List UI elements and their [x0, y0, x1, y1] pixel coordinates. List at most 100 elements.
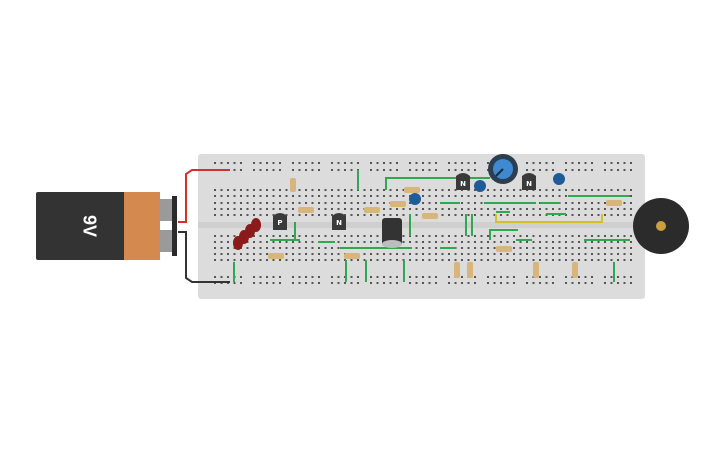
resistor[interactable] — [290, 178, 296, 192]
breadboard-hole — [610, 241, 613, 243]
breadboard-hole — [500, 282, 502, 284]
breadboard-hole — [539, 162, 541, 164]
ceramic-capacitor[interactable] — [409, 193, 421, 205]
breadboard-hole — [415, 253, 418, 255]
breadboard-hole — [246, 259, 249, 261]
breadboard-hole — [233, 202, 236, 204]
breadboard-hole — [571, 259, 574, 261]
transistor-p[interactable]: P — [273, 213, 287, 230]
resistor[interactable] — [467, 262, 473, 278]
breadboard-hole — [292, 235, 294, 237]
breadboard-hole — [396, 214, 398, 216]
breadboard-hole — [311, 282, 314, 284]
breadboard-hole — [227, 235, 229, 237]
breadboard-hole — [272, 235, 275, 237]
breadboard-hole — [578, 169, 580, 171]
breadboard-hole — [272, 208, 275, 210]
breadboard-hole — [474, 162, 476, 164]
breadboard-hole — [454, 214, 457, 216]
resistor[interactable] — [422, 213, 438, 219]
breadboard-hole — [383, 214, 385, 216]
breadboard-hole — [461, 202, 463, 204]
breadboard-hole — [331, 169, 333, 171]
breadboard-hole — [318, 189, 320, 191]
ceramic-capacitor[interactable] — [474, 180, 486, 192]
breadboard-hole — [461, 235, 463, 237]
breadboard-hole — [428, 247, 431, 249]
breadboard-hole — [227, 195, 229, 197]
breadboard-hole — [545, 195, 548, 197]
transistor-n[interactable]: N — [522, 173, 536, 190]
breadboard-hole — [259, 282, 262, 284]
resistor[interactable] — [404, 187, 420, 193]
breadboard-hole — [266, 214, 268, 216]
breadboard-hole — [500, 241, 502, 243]
jumper-wire[interactable] — [489, 229, 518, 240]
breadboard-hole — [513, 282, 515, 284]
breadboard-hole — [623, 259, 626, 261]
resistor[interactable] — [298, 207, 314, 213]
resistor[interactable] — [390, 201, 406, 207]
jumper-wire-yellow[interactable] — [495, 214, 603, 223]
resistor[interactable] — [606, 200, 622, 206]
resistor[interactable] — [344, 253, 360, 259]
breadboard-hole — [331, 208, 333, 210]
breadboard-hole — [558, 235, 561, 237]
breadboard-hole — [266, 169, 268, 171]
red-led[interactable] — [251, 218, 261, 232]
potentiometer[interactable] — [488, 154, 518, 184]
breadboard-hole — [396, 259, 398, 261]
breadboard-hole — [461, 208, 463, 210]
breadboard-hole — [383, 162, 385, 164]
breadboard-hole — [539, 241, 541, 243]
breadboard-hole — [214, 208, 216, 210]
breadboard-hole — [519, 253, 522, 255]
transistor-n[interactable]: N — [332, 213, 346, 230]
resistor[interactable] — [364, 207, 380, 213]
breadboard-hole — [435, 189, 437, 191]
breadboard-hole — [292, 162, 294, 164]
breadboard-hole — [597, 214, 600, 216]
resistor[interactable] — [268, 253, 284, 259]
breadboard-hole — [422, 241, 424, 243]
ceramic-capacitor[interactable] — [553, 173, 565, 185]
breadboard-hole — [415, 214, 418, 216]
breadboard-hole — [565, 247, 567, 249]
breadboard-hole — [214, 195, 216, 197]
breadboard-hole — [500, 208, 502, 210]
resistor[interactable] — [533, 262, 539, 278]
piezo-buzzer[interactable] — [633, 198, 689, 254]
breadboard-hole — [617, 282, 619, 284]
breadboard-hole — [630, 189, 632, 191]
battery-negative-wire[interactable] — [178, 231, 230, 283]
breadboard-hole — [279, 195, 281, 197]
breadboard-hole — [240, 253, 242, 255]
breadboard-hole — [500, 195, 502, 197]
breadboard-hole — [493, 214, 496, 216]
resistor[interactable] — [572, 262, 578, 278]
breadboard-hole — [435, 162, 437, 164]
jumper-wire[interactable] — [385, 177, 490, 190]
resistor[interactable] — [496, 246, 512, 252]
breadboard-hole — [240, 202, 242, 204]
resistor[interactable] — [454, 262, 460, 278]
breadboard-center-channel — [198, 222, 645, 228]
breadboard-hole — [305, 259, 307, 261]
battery-positive-wire[interactable] — [178, 169, 230, 223]
breadboard-hole — [597, 208, 600, 210]
breadboard-hole — [337, 169, 340, 171]
breadboard-hole — [272, 282, 275, 284]
breadboard-hole — [578, 276, 580, 278]
battery-9v[interactable]: 9V — [36, 192, 177, 260]
electrolytic-capacitor[interactable] — [382, 218, 402, 248]
breadboard-hole — [370, 282, 372, 284]
transistor-n[interactable]: N — [456, 173, 470, 190]
breadboard-hole — [526, 214, 528, 216]
breadboard-hole — [376, 276, 379, 278]
breadboard-hole — [318, 259, 320, 261]
breadboard-hole — [344, 169, 346, 171]
breadboard-hole — [396, 189, 398, 191]
breadboard-hole — [441, 253, 444, 255]
breadboard-hole — [604, 276, 606, 278]
breadboard-hole — [253, 214, 255, 216]
